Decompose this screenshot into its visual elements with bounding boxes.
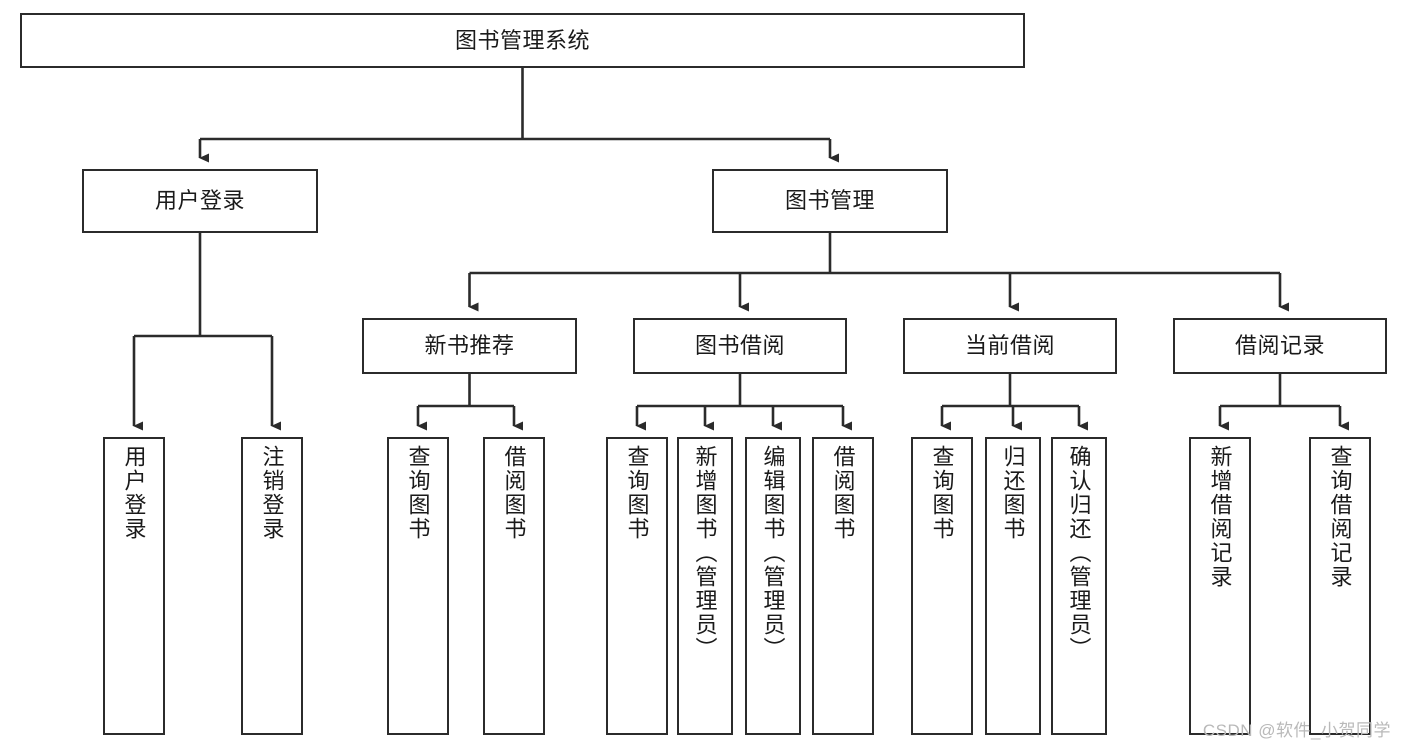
- leaf-cu-return-book[interactable]: 归还图书: [985, 437, 1041, 735]
- leaf-bw-lend-book-label: 借阅图书: [830, 445, 856, 541]
- leaf-rc-add-record[interactable]: 新增借阅记录: [1189, 437, 1251, 735]
- node-root-label: 图书管理系统: [454, 27, 590, 53]
- leaf-bw-query-book[interactable]: 查询图书: [606, 437, 668, 735]
- leaf-cu-confirm-return-label: 确认归还（管理员）: [1066, 445, 1092, 661]
- node-borrow-records-label: 借阅记录: [1234, 333, 1325, 359]
- leaf-user-login-label: 用户登录: [121, 445, 147, 541]
- leaf-bw-lend-book[interactable]: 借阅图书: [812, 437, 874, 735]
- leaf-logout-label: 注销登录: [259, 445, 285, 541]
- leaf-bw-add-book-label: 新增图书（管理员）: [692, 445, 718, 661]
- watermark-text: CSDN @软件_小贺同学: [1202, 721, 1391, 740]
- node-new-book-recommend-label: 新书推荐: [424, 333, 515, 359]
- node-book-management[interactable]: 图书管理: [712, 169, 948, 233]
- node-book-borrow-label: 图书借阅: [694, 333, 785, 359]
- node-current-borrow[interactable]: 当前借阅: [903, 318, 1117, 374]
- node-new-book-recommend[interactable]: 新书推荐: [362, 318, 577, 374]
- leaf-nb-query-book-label: 查询图书: [405, 445, 431, 541]
- leaf-bw-edit-book-label: 编辑图书（管理员）: [760, 445, 786, 661]
- node-root[interactable]: 图书管理系统: [20, 13, 1025, 68]
- leaf-rc-query-record[interactable]: 查询借阅记录: [1309, 437, 1371, 735]
- leaf-bw-add-book[interactable]: 新增图书（管理员）: [677, 437, 733, 735]
- node-book-borrow[interactable]: 图书借阅: [633, 318, 847, 374]
- leaf-nb-borrow-book[interactable]: 借阅图书: [483, 437, 545, 735]
- node-current-borrow-label: 当前借阅: [964, 333, 1055, 359]
- leaf-cu-query-book-label: 查询图书: [929, 445, 955, 541]
- node-book-management-label: 图书管理: [784, 188, 875, 214]
- node-user-login-label: 用户登录: [154, 188, 245, 214]
- leaf-rc-query-record-label: 查询借阅记录: [1327, 445, 1353, 589]
- leaf-bw-edit-book[interactable]: 编辑图书（管理员）: [745, 437, 801, 735]
- leaf-cu-query-book[interactable]: 查询图书: [911, 437, 973, 735]
- node-borrow-records[interactable]: 借阅记录: [1173, 318, 1387, 374]
- leaf-bw-query-book-label: 查询图书: [624, 445, 650, 541]
- leaf-nb-borrow-book-label: 借阅图书: [501, 445, 527, 541]
- leaf-cu-return-book-label: 归还图书: [1000, 445, 1026, 541]
- leaf-user-login[interactable]: 用户登录: [103, 437, 165, 735]
- leaf-logout[interactable]: 注销登录: [241, 437, 303, 735]
- leaf-nb-query-book[interactable]: 查询图书: [387, 437, 449, 735]
- node-user-login[interactable]: 用户登录: [82, 169, 318, 233]
- leaf-cu-confirm-return[interactable]: 确认归还（管理员）: [1051, 437, 1107, 735]
- leaf-rc-add-record-label: 新增借阅记录: [1207, 445, 1233, 589]
